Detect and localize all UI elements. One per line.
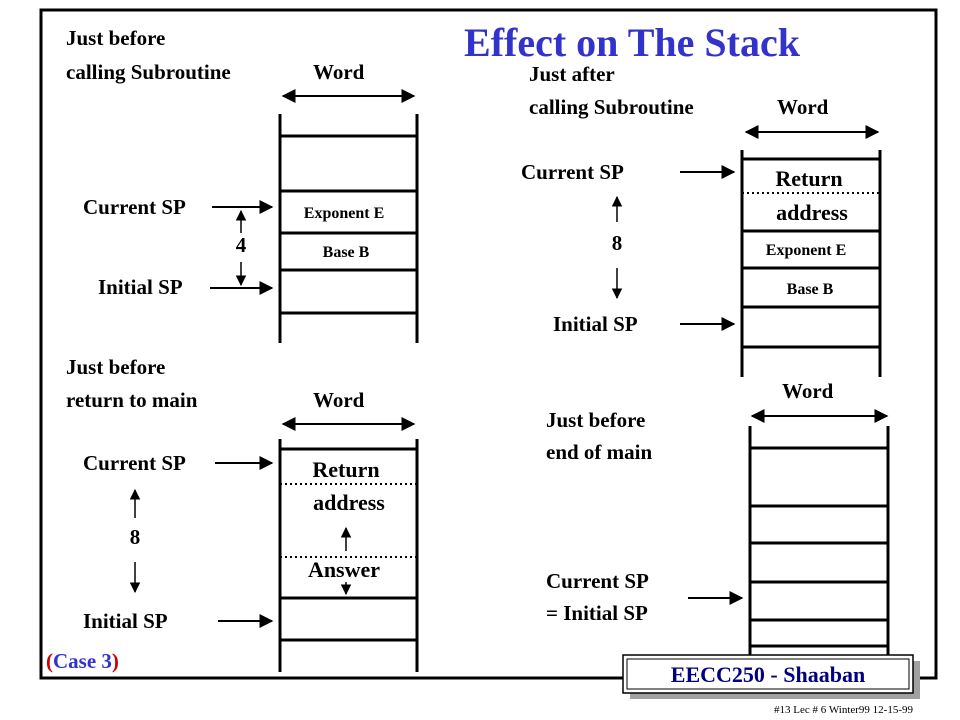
initial-sp-label: Initial SP: [98, 275, 183, 299]
stack-diagram: [278, 439, 419, 672]
course-badge: EECC250 - Shaaban: [622, 654, 920, 699]
stack-diagram: [278, 114, 419, 343]
caption-line1: Just before: [66, 355, 165, 379]
answer-cell: Answer: [308, 557, 380, 582]
return-line1: Return: [312, 457, 379, 482]
slide-title: Effect on The Stack: [464, 20, 801, 65]
stack-cell-base: Base B: [787, 281, 834, 298]
caption-line2: end of main: [546, 440, 653, 464]
initial-sp-label: = Initial SP: [546, 601, 648, 625]
panel-before-return: Just before return to main Word Return a…: [66, 355, 419, 672]
current-sp-label: Current SP: [83, 195, 186, 219]
offset-value: 8: [612, 231, 623, 255]
word-label: Word: [777, 95, 829, 119]
stack-cell-exponent: Exponent E: [766, 242, 846, 259]
offset-value: 4: [236, 233, 247, 257]
panel-end-of-main: Word Just before end of main Current SP …: [546, 379, 890, 672]
current-sp-label: Current SP: [83, 451, 186, 475]
caption-line2: calling Subroutine: [529, 95, 694, 119]
return-line2: address: [313, 490, 385, 515]
slide-frame: [39, 8, 938, 680]
initial-sp-label: Initial SP: [83, 609, 168, 633]
return-line1: Return: [775, 166, 842, 191]
panel-after-call: Just after calling Subroutine Word Retur…: [521, 62, 882, 377]
caption-line2: calling Subroutine: [66, 60, 231, 84]
slide-info: #13 Lec # 6 Winter99 12-15-99: [774, 704, 913, 716]
word-label: Word: [313, 388, 365, 412]
stack-cell-base: Base B: [323, 244, 370, 261]
current-sp-label: Current SP: [546, 569, 649, 593]
badge-box: [622, 654, 914, 694]
stack-diagram: [740, 150, 882, 377]
caption-line1: Just before: [66, 26, 165, 50]
badge-text: EECC250 - Shaaban: [671, 662, 865, 687]
offset-value: 8: [130, 525, 141, 549]
word-label: Word: [313, 60, 365, 84]
return-line2: address: [776, 200, 848, 225]
panel-before-call: Just before calling Subroutine Word Expo…: [66, 26, 419, 343]
caption-line1: Just before: [546, 408, 645, 432]
initial-sp-label: Initial SP: [553, 312, 638, 336]
stack-cell-exponent: Exponent E: [304, 205, 384, 222]
badge-inner: [626, 658, 910, 690]
caption-line2: return to main: [66, 388, 198, 412]
stack-diagram: [748, 426, 890, 672]
current-sp-label: Current SP: [521, 160, 624, 184]
case-label: (Case 3): [46, 649, 119, 673]
word-label: Word: [782, 379, 834, 403]
caption-line1: Just after: [529, 62, 615, 86]
